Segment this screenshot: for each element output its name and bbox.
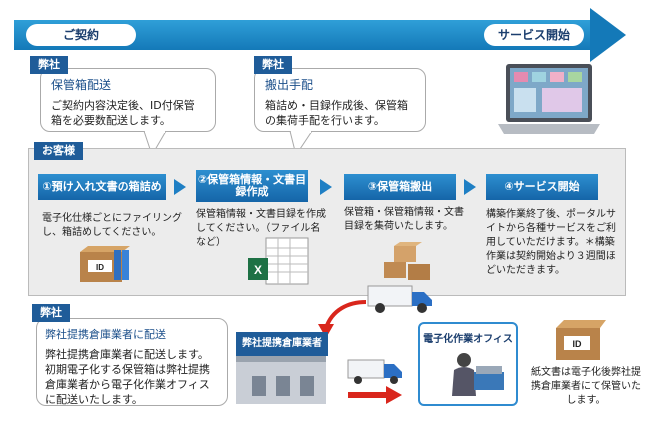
spreadsheet-icon: X — [248, 237, 309, 285]
step-desc: 保管箱・保管箱情報・文書目録を集荷いたします。 — [344, 207, 464, 232]
company-tag: 弊社 — [254, 56, 292, 74]
callout-title: 搬出手配 — [265, 78, 314, 92]
step-packing: ①預け入れ文書の箱詰め — [38, 174, 166, 200]
scanner-worker-icon — [452, 353, 504, 396]
warehouse-building-icon — [236, 354, 326, 404]
contract-pill: ご契約 — [26, 24, 136, 46]
curved-red-arrow — [318, 300, 367, 338]
step-arrow — [464, 179, 476, 195]
truck-icon — [347, 359, 402, 384]
callout-body: ご契約内容決定後、ID付保管箱を必要数配送します。 — [51, 99, 195, 127]
step-catalog: ②保管箱情報・文書目録作成 — [196, 170, 308, 202]
company-tag: 弊社 — [32, 304, 70, 322]
step-arrow — [174, 179, 186, 195]
office-label: 電子化作業オフィス — [423, 334, 513, 345]
warehouse-label: 弊社提携倉庫業者 — [236, 332, 328, 356]
flow-arrow-head — [590, 8, 626, 62]
storage-box-icon: ID — [556, 320, 606, 360]
step-desc: 構築作業終了後、ポータルサイトから各種サービスをご利用していただけます。＊構築作… — [486, 209, 616, 276]
box-id-label: ID — [96, 263, 104, 272]
red-arrow — [348, 386, 402, 404]
callout-body: 箱詰め・目録作成後、保管箱の集荷手配を行います。 — [265, 99, 408, 127]
service-start-pill: サービス開始 — [484, 24, 584, 46]
step-desc: 保管箱情報・文書目録を作成してください。（ファイル名など） — [196, 209, 326, 248]
callout-title: 保管箱配送 — [51, 78, 112, 92]
step-shipping: ③保管箱搬出 — [344, 174, 456, 200]
svg-text:X: X — [254, 263, 262, 277]
laptop-icon — [498, 64, 600, 134]
step-service-start: ④サービス開始 — [486, 174, 598, 200]
callout-pointer — [143, 131, 167, 157]
company-tag: 弊社 — [30, 56, 68, 74]
pickup-callout: 搬出手配 箱詰め・目録作成後、保管箱の集荷手配を行います。 — [254, 68, 426, 132]
stacked-boxes-icon — [384, 242, 430, 280]
step-arrow — [320, 179, 332, 195]
step-desc: 電子化仕様ごとにファイリングし、箱詰めしてください。 — [42, 213, 182, 238]
warehouse-callout: 弊社提携倉庫業者に配送 弊社提携倉庫業者に配送します。初期電子化する保管箱は弊社… — [36, 318, 228, 406]
delivery-callout: 保管箱配送 ご契約内容決定後、ID付保管箱を必要数配送します。 — [40, 68, 216, 132]
customer-tag: お客様 — [34, 142, 83, 160]
box-id-label: ID — [573, 339, 583, 349]
callout-body: 弊社提携倉庫業者に配送します。初期電子化する保管箱は弊社提携倉庫業者から電子化作… — [45, 348, 210, 406]
callout-title: 弊社提携倉庫業者に配送 — [45, 328, 166, 341]
truck-icon — [367, 285, 432, 313]
binder-icon — [114, 250, 129, 280]
storage-note: 紙文書は電子化後弊社提携倉庫業者にて保管いたします。 — [531, 367, 641, 406]
